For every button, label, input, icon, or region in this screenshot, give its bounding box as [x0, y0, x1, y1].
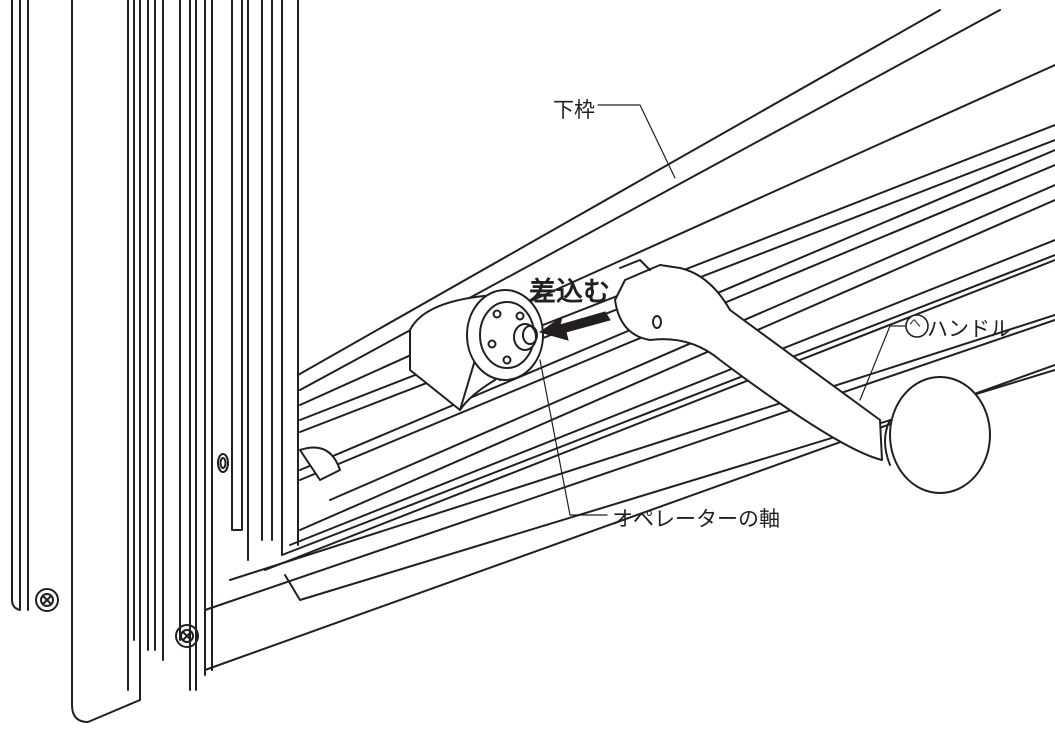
- handle-marker-text: へ: [909, 316, 922, 330]
- bottom-frame-label: 下枠: [553, 98, 595, 122]
- insert-arrow: [538, 311, 611, 341]
- vertical-frame: [11, 0, 299, 723]
- operator-shaft-label: オペレーターの軸: [612, 507, 780, 531]
- screw-heads: [35, 453, 229, 648]
- operator-shaft-disc: [466, 289, 544, 381]
- insert-instruction-label: 差込む: [529, 277, 610, 308]
- handle-marker-icon: [905, 314, 929, 338]
- handle-label: へ ハンドル: [909, 313, 1011, 343]
- handle-label-text: ハンドル: [927, 317, 1011, 341]
- handle-part: [614, 259, 991, 494]
